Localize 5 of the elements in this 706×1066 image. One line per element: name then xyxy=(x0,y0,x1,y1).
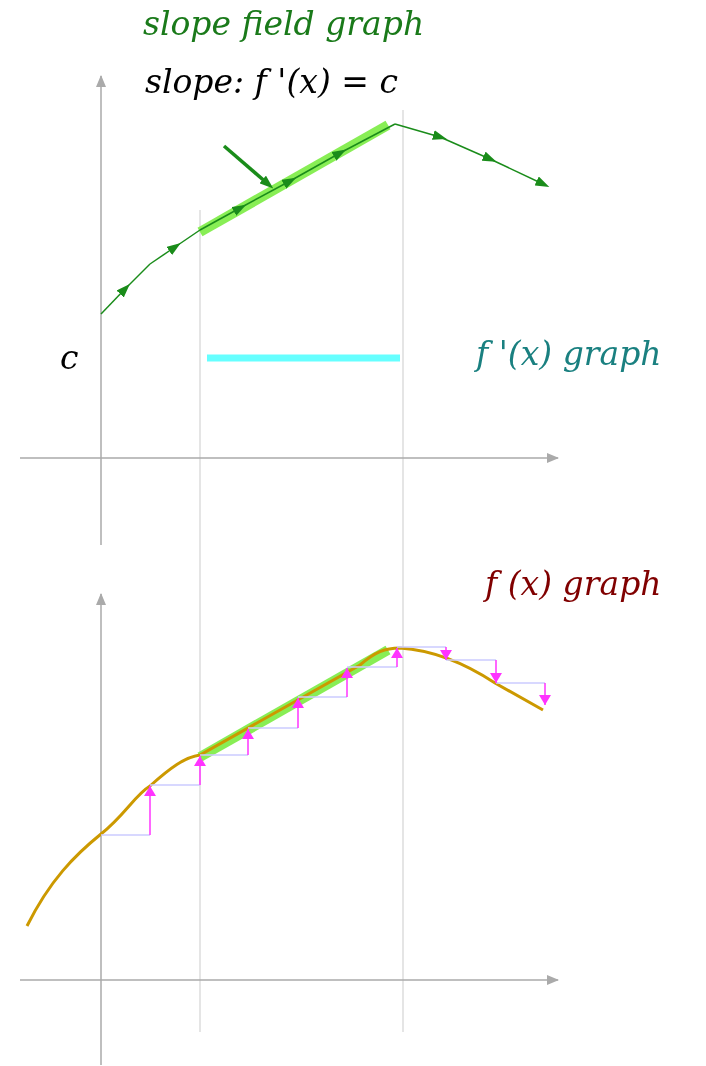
graph-title: slope field graph xyxy=(143,6,425,43)
axis-label: c xyxy=(60,340,79,377)
slope-formula: slope: f '(x) = c xyxy=(145,64,398,101)
graph-label: f '(x) graph xyxy=(476,336,662,373)
graph-label: f (x) graph xyxy=(485,566,662,603)
